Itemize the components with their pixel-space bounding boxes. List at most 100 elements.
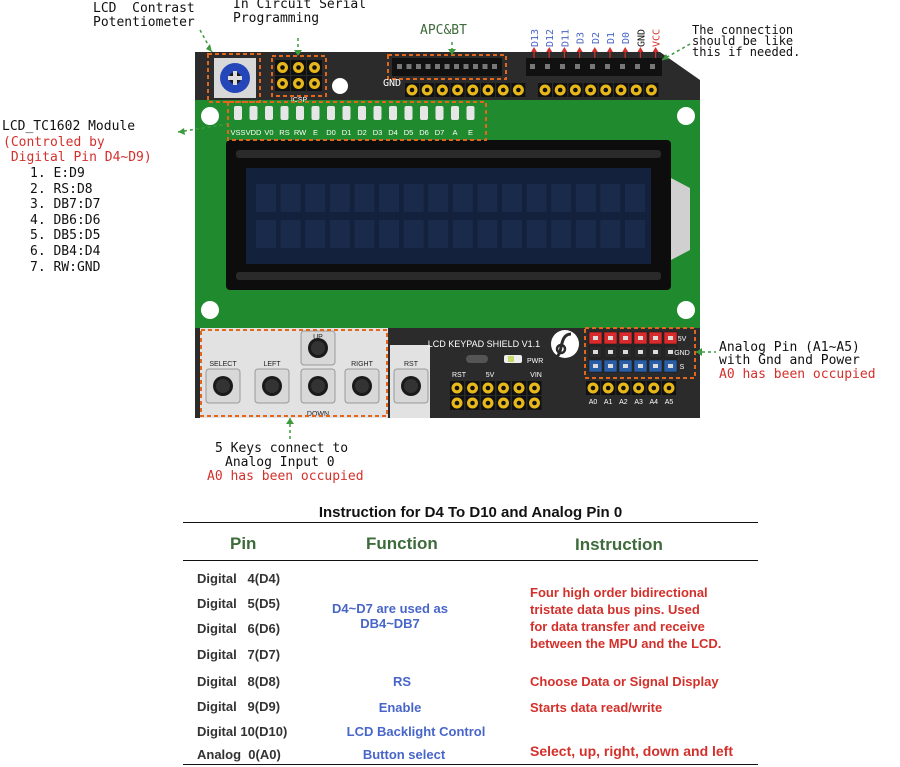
lcd-header-pin-label: A <box>452 128 457 137</box>
icsp-header <box>275 60 322 91</box>
lcd-cell <box>502 220 522 248</box>
lcd-cell <box>625 184 645 212</box>
lcd-cell <box>477 220 498 248</box>
lcd-pin-item: 6. DB4:D4 <box>30 243 101 259</box>
pin-cell: Digital 10(D10) <box>197 724 288 739</box>
lcd-screen <box>246 168 651 264</box>
apc-bt-annotation: APC&BT <box>420 23 467 38</box>
digital-pin-label: D11 <box>560 29 571 47</box>
lcd-header-pin-label: VDD <box>246 128 262 137</box>
analog-pin-label: A2 <box>619 399 628 406</box>
lcd-side-tab <box>671 178 690 260</box>
apc-bt-highlight <box>387 54 507 80</box>
connection-annotation: The connection should be like this if ne… <box>692 23 801 59</box>
digital-pin-label: GND <box>636 29 647 47</box>
digital-pin-label: D0 <box>621 32 632 44</box>
instruction-rs: Choose Data or Signal Display <box>530 674 719 689</box>
lcd-cell <box>625 220 645 248</box>
analog-row-label: GND <box>674 350 690 357</box>
analog-pin-label: A3 <box>634 399 643 406</box>
analog-annotation-1: Analog Pin (A1~A5) <box>719 340 860 355</box>
digital-pin-label: D3 <box>576 32 587 44</box>
lcd-module-title: LCD_TC1602 Module <box>2 119 136 134</box>
function-backlight: LCD Backlight Control <box>346 724 486 739</box>
lcd-cell <box>600 184 621 212</box>
analog-pin-label: A5 <box>665 399 674 406</box>
instruction-enable: Starts data read/write <box>530 700 663 715</box>
lcd-header-pin <box>342 106 351 120</box>
header-instruction: Instruction <box>575 535 663 554</box>
lcd-cell <box>379 184 399 212</box>
analog-pin-label: A1 <box>604 399 613 406</box>
down-key-label: DOWN <box>307 411 329 418</box>
analog-row-label: 5V <box>678 336 687 343</box>
power-pin-label: VIN <box>530 372 542 379</box>
pin-cell: Digital 6(D6) <box>197 621 281 636</box>
lcd-cell <box>256 220 276 248</box>
pin-cell: Digital 5(D5) <box>197 596 281 611</box>
lcd-cell <box>575 220 596 248</box>
digital-pin-label: D1 <box>606 32 617 44</box>
lcd-cell <box>280 184 301 212</box>
lcd-header-pin <box>280 106 289 120</box>
table-top-rule <box>183 522 758 523</box>
left-key-label: LEFT <box>263 361 281 368</box>
digital-header-top <box>526 58 662 76</box>
lcd-cell <box>575 184 596 212</box>
dfrobot-logo <box>551 330 579 358</box>
digital-pin-label: D2 <box>591 32 602 44</box>
lcd-cell <box>551 220 572 248</box>
pwr-label: PWR <box>527 358 543 365</box>
pwr-led-slot <box>466 355 488 363</box>
arrow-heads <box>178 44 702 424</box>
keypad-highlight <box>200 329 388 417</box>
lcd-cell <box>452 184 473 212</box>
select-key-label: SELECT <box>209 361 237 368</box>
lcd-pin-item: 5. DB5:D5 <box>30 228 101 244</box>
digital-pin-label: D13 <box>530 29 541 47</box>
table-header-rule <box>183 560 758 561</box>
lcd-header-pin-label: D3 <box>373 128 383 137</box>
lcd-cell <box>280 220 301 248</box>
lcd-cell <box>354 220 375 248</box>
icsp-board-label: ICSP <box>291 97 308 104</box>
lcd-cell <box>477 184 498 212</box>
digital-pin-label: VCC <box>652 29 663 47</box>
lcd-header-pin <box>389 106 397 120</box>
header-function: Function <box>366 534 438 553</box>
lcd-header-pin <box>420 106 428 120</box>
pin-cell: Digital 9(D9) <box>197 699 281 714</box>
pin-cell: Digital 4(D4) <box>197 571 281 586</box>
lcd-header-pin <box>249 106 258 120</box>
function-data-bus: D4~D7 are used as DB4~DB7 <box>332 601 448 631</box>
lcd-cell <box>354 184 375 212</box>
right-key-label: RIGHT <box>351 361 374 368</box>
power-pin-label: 5V <box>486 372 495 379</box>
lcd-cell <box>452 220 473 248</box>
analog-occupied-note: A0 has been occupied <box>719 367 876 382</box>
lcd-pin-item: 4. DB6:D6 <box>30 212 101 228</box>
lcd-header-pin <box>358 106 366 120</box>
lcd-header-pin <box>435 106 444 120</box>
lcd-cell <box>428 184 449 212</box>
lcd-header-pin <box>373 106 382 120</box>
lcd-header-pin-label: RW <box>294 128 307 137</box>
function-enable: Enable <box>378 700 422 715</box>
lcd-cell <box>526 184 547 212</box>
lcd-pin-item: 7. RW:GND <box>30 259 101 275</box>
mounting-hole <box>332 78 348 94</box>
lcd-cell <box>403 184 424 212</box>
lcd-header-pin-label: D0 <box>326 128 336 137</box>
lcd-header-pin <box>234 106 242 120</box>
gold-headers <box>405 83 659 97</box>
lcd-header-pin-label: E <box>313 128 318 137</box>
lcd-cell <box>379 220 399 248</box>
lcd-cell <box>551 184 572 212</box>
lcd-pin-item: 3. DB7:D7 <box>30 197 101 213</box>
lcd-header-pin-label: E <box>468 128 473 137</box>
instruction-button: Select, up, right, down and left <box>530 743 734 759</box>
